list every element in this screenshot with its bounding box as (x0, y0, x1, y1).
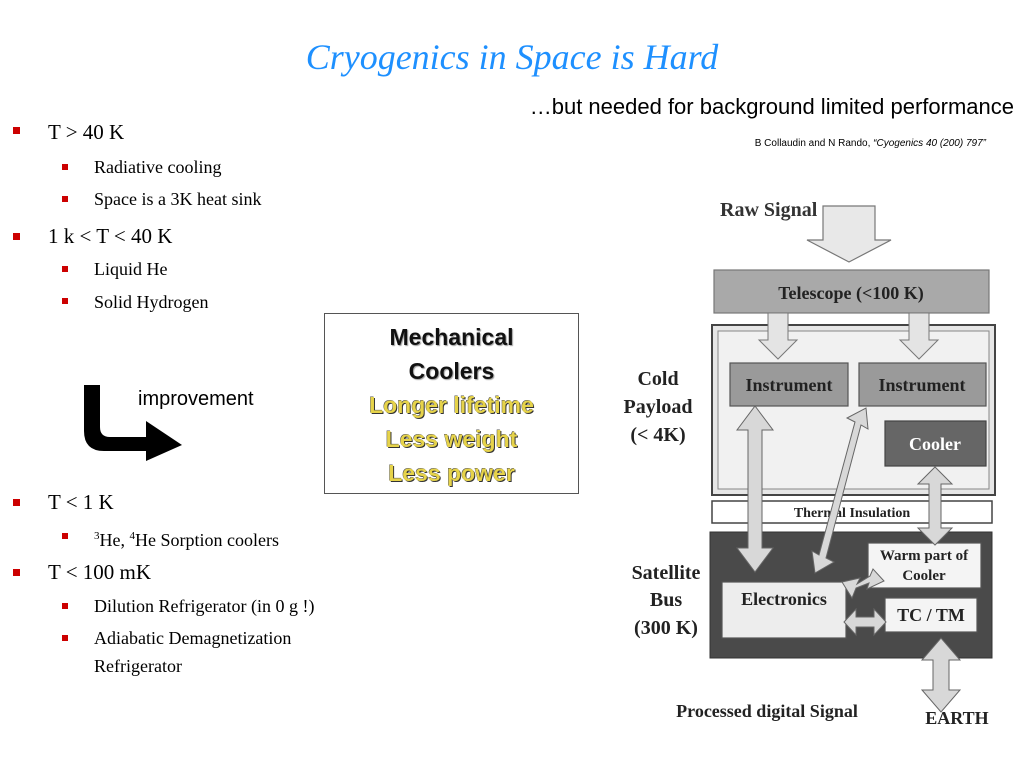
bullet-marker (13, 127, 20, 134)
double-arrow-icon (841, 568, 885, 600)
cooler-label: Cooler (909, 434, 961, 454)
double-arrow-icon (736, 405, 774, 573)
satellite-bus-label: Satellite (632, 562, 701, 584)
thermal-insulation-box (711, 500, 993, 524)
mech-line: Coolers (408, 358, 495, 384)
improvement-label: improvement (138, 388, 254, 410)
tctm-label: TC / TM (897, 605, 965, 625)
thermal-insulation-label: Thermal Insulation (794, 506, 911, 521)
bullet-marker (62, 603, 68, 609)
bullet-level1: T > 40 K (48, 120, 125, 144)
payload-diagram: Raw Signal Telescope (<100 K) Instrument… (624, 199, 996, 728)
electronics-label: Electronics (741, 589, 827, 609)
citation-authors: B Collaudin and N Rando, (754, 138, 874, 149)
bullet-level2: Liquid He (94, 259, 168, 279)
telescope-label: Telescope (<100 K) (778, 283, 924, 304)
bullet-level2: Solid Hydrogen (94, 292, 209, 312)
bullet-level1: T < 1 K (48, 490, 114, 514)
bullet-level2: Dilution Refrigerator (in 0 g !) (94, 596, 315, 616)
bullet-marker (62, 164, 68, 170)
mech-line: Longer lifetime (369, 392, 534, 418)
cold-payload-label: Payload (624, 396, 693, 418)
double-arrow-icon (843, 607, 887, 637)
bullet-level1: T < 100 mK (48, 560, 152, 584)
processed-signal-label: Processed digital Signal (676, 701, 858, 721)
bullet-marker (62, 533, 68, 539)
electronics-box (721, 581, 847, 639)
bullet-level2: 3He, 4He Sorption coolers (94, 523, 279, 554)
instrument-left-box (729, 362, 849, 407)
warm-part-box (867, 542, 982, 589)
raw-signal-arrow-icon (806, 205, 892, 263)
down-arrow-icon (898, 312, 940, 360)
slide-subtitle: …but needed for background limited perfo… (529, 94, 1014, 119)
bullet-marker (13, 569, 20, 576)
bullet-marker (62, 266, 68, 272)
warm-part-label: Warm part of (880, 548, 969, 564)
bullet-marker (13, 233, 20, 240)
bullet-level2: Space is a 3K heat sink (94, 189, 262, 209)
cold-payload-label: (< 4K) (630, 424, 685, 446)
mech-line: Mechanical (389, 324, 514, 350)
bullet-level2: Refrigerator (94, 656, 182, 676)
bullet-marker (62, 635, 68, 641)
instrument-left-label: Instrument (745, 375, 832, 395)
bullet-marker (62, 196, 68, 202)
warm-part-label: Cooler (902, 568, 946, 584)
raw-signal-label: Raw Signal (720, 199, 818, 221)
instrument-right-box (858, 362, 987, 407)
mech-line: Less weight (385, 426, 518, 452)
mech-line: Less power (388, 460, 515, 486)
cold-payload-label: Cold (637, 368, 678, 390)
bullet-level1: 1 k < T < 40 K (48, 224, 173, 248)
double-arrow-icon (916, 466, 954, 546)
earth-label: EARTH (925, 708, 988, 728)
curved-arrow-icon (84, 385, 182, 461)
citation: B Collaudin and N Rando, “Cyogenics 40 (… (755, 138, 986, 149)
mechanical-coolers-box: Mechanical Coolers Longer lifetime Less … (324, 313, 579, 494)
bullet-marker (62, 298, 68, 304)
telescope-box (713, 269, 990, 314)
double-arrow-icon (920, 637, 962, 713)
down-arrow-icon (757, 312, 799, 360)
superscript: 3 (94, 530, 100, 542)
sorption-text: He, (99, 530, 130, 550)
tctm-box (884, 597, 978, 633)
double-arrow-icon (811, 407, 869, 574)
bullet-level2: Adiabatic Demagnetization (94, 628, 292, 648)
bullet-marker (13, 499, 20, 506)
sorption-text: He Sorption coolers (135, 530, 279, 550)
citation-ref: “Cyogenics 40 (200) 797” (873, 138, 986, 149)
cooler-box (884, 420, 987, 467)
satellite-bus-label: Bus (650, 589, 682, 611)
instrument-right-label: Instrument (878, 375, 965, 395)
superscript: 4 (129, 530, 136, 542)
satellite-bus-label: (300 K) (634, 617, 698, 639)
bullet-level2: Radiative cooling (94, 157, 222, 177)
slide-title: Cryogenics in Space is Hard (305, 37, 719, 77)
